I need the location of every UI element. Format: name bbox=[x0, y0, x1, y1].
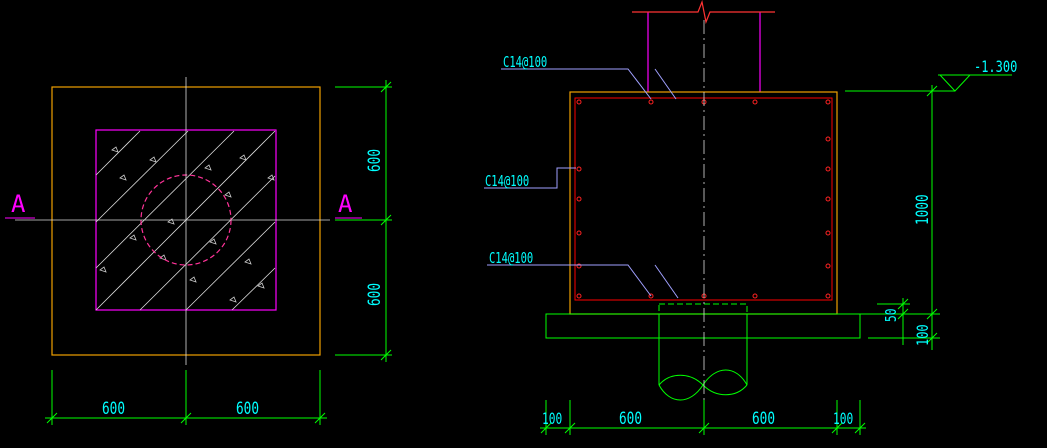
section-dim-height: 1000 bbox=[912, 194, 932, 225]
section-dim-bottom-3: 600 bbox=[752, 408, 775, 428]
plan-dim-right-bottom: 600 bbox=[364, 283, 384, 306]
rebar-label-bottom: C14@100 bbox=[489, 250, 533, 267]
section-dim-right bbox=[845, 85, 940, 350]
plan-dim-right-top: 600 bbox=[364, 149, 384, 172]
section-mark-left: A bbox=[11, 190, 26, 218]
section-dim-cushion: 50 bbox=[884, 308, 901, 322]
cushion-layer bbox=[545, 313, 861, 339]
section-dim-base: 100 bbox=[914, 324, 932, 346]
rebar-label-top: C14@100 bbox=[503, 54, 547, 71]
plan-dim-right bbox=[335, 80, 392, 362]
pile bbox=[658, 303, 748, 401]
rebar-dots bbox=[576, 99, 831, 299]
elevation-marker bbox=[845, 74, 1012, 92]
rebar-leaders bbox=[484, 68, 679, 299]
plan-dim-bottom-left: 600 bbox=[102, 398, 125, 418]
elevation-label: -1.300 bbox=[974, 58, 1017, 76]
column-stub bbox=[632, 0, 775, 92]
section-dim-bottom-4: 100 bbox=[833, 410, 853, 429]
section-dim-bottom-2: 600 bbox=[619, 408, 642, 428]
rebar-cage bbox=[574, 97, 833, 301]
section-dim-bottom bbox=[540, 400, 866, 435]
concrete-aggregate-marks bbox=[99, 146, 275, 303]
pile-cap-outline bbox=[569, 91, 838, 315]
concrete-hatch bbox=[95, 130, 276, 311]
section-dim-bottom-1: 100 bbox=[542, 410, 562, 429]
section-mark-right: A bbox=[338, 190, 353, 218]
rebar-label-side: C14@100 bbox=[485, 173, 529, 190]
plan-dim-bottom bbox=[45, 370, 327, 425]
plan-view: A A 600 600 600 600 bbox=[5, 77, 392, 425]
section-view: C14@100 C14@100 C14@100 -1.300 1000 50 1… bbox=[484, 0, 1017, 435]
plan-dim-bottom-right: 600 bbox=[236, 398, 259, 418]
